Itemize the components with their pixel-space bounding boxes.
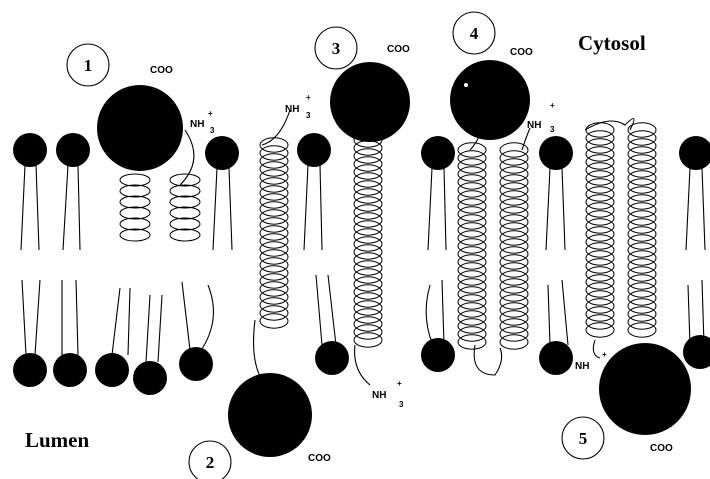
helix (354, 133, 382, 347)
lipid-head (133, 361, 167, 395)
n-terminus-label: NH (190, 119, 204, 130)
lipid-head (539, 341, 573, 375)
svg-text:+: + (550, 101, 555, 110)
n-terminus-label: NH (372, 390, 386, 401)
lipid-head (315, 341, 349, 375)
c-terminus-label: COO (150, 65, 173, 76)
svg-text:3: 3 (550, 125, 555, 134)
lipid-head (539, 136, 573, 170)
domain-3 (330, 62, 410, 142)
c-terminus-label: COO (650, 443, 673, 454)
c-terminus-label: COO (387, 44, 410, 55)
terminus-labels: COO COO COO COO COO NH + 3 NH + 3 NH + 3… (150, 44, 673, 464)
lumen-label: Lumen (25, 428, 90, 452)
n-terminus-label: NH (575, 361, 589, 372)
lipid-head (297, 133, 331, 167)
lipid-head (56, 133, 90, 167)
marker-2: 2 (206, 453, 215, 472)
domain-1 (97, 85, 183, 171)
helix (260, 138, 288, 328)
helix (170, 174, 200, 241)
domain-2 (228, 373, 312, 457)
svg-text:+: + (306, 93, 311, 102)
lipid-head (13, 133, 47, 167)
helix (628, 123, 656, 337)
lipid-head (179, 347, 213, 381)
domain-5 (599, 343, 691, 435)
lipid-head (421, 338, 455, 372)
n-terminus-label: NH (527, 120, 541, 131)
helix (120, 174, 150, 241)
lipid-head (679, 136, 710, 170)
c-terminus-label: COO (510, 47, 533, 58)
svg-text:+: + (208, 109, 213, 118)
lipid-head (683, 335, 710, 369)
lipid-head (13, 353, 47, 387)
lipid-head (95, 353, 129, 387)
c-terminus-label: COO (308, 453, 331, 464)
marker-3: 3 (332, 39, 341, 58)
helix (500, 143, 528, 349)
lipid-head (205, 136, 239, 170)
svg-text:3: 3 (210, 126, 215, 135)
cytosol-label: Cytosol (578, 31, 646, 55)
marker-5: 5 (579, 429, 588, 448)
marker-4: 4 (470, 24, 479, 43)
svg-text:+: + (602, 350, 607, 359)
lipid-head (421, 136, 455, 170)
helix (586, 123, 614, 337)
domain-4 (450, 60, 530, 140)
n-terminus-label: NH (285, 104, 299, 115)
marker-1: 1 (84, 56, 93, 75)
svg-text:3: 3 (399, 400, 404, 409)
svg-text:3: 3 (306, 111, 311, 120)
helix-coils (120, 123, 656, 349)
lipid-head (53, 353, 87, 387)
svg-text:+: + (397, 379, 402, 388)
helix (458, 143, 486, 349)
